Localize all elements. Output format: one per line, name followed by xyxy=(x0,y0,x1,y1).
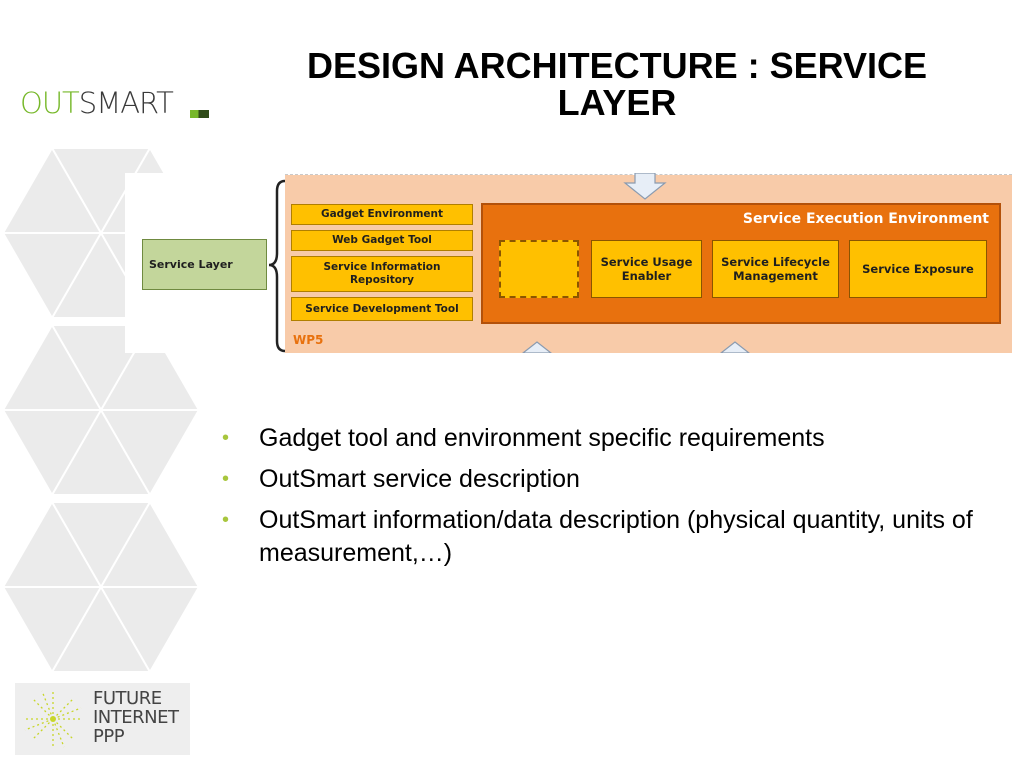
fi-line-3: PPP xyxy=(93,726,125,747)
fi-line-1: FUTURE xyxy=(93,688,162,709)
outsmart-logo: OUTSMART xyxy=(20,86,174,120)
gadget-environment-box: Gadget Environment xyxy=(291,204,473,225)
placeholder-dashed-box xyxy=(499,240,579,298)
service-lifecycle-management-box: Service Lifecycle Management xyxy=(712,240,839,298)
starburst-icon xyxy=(23,689,83,749)
logo-text-dark: SMART xyxy=(78,86,174,120)
arrow-down-icon xyxy=(623,173,667,200)
execution-environment-label: Service Execution Environment xyxy=(742,211,989,227)
architecture-diagram: Service Layer Gadget Environment Web Gad… xyxy=(125,173,1012,353)
list-item: • Gadget tool and environment specific re… xyxy=(222,422,1002,455)
hexagon-pattern xyxy=(1,147,201,673)
bullet-icon: • xyxy=(222,468,230,490)
curly-brace xyxy=(268,179,286,353)
service-layer-box: Service Layer xyxy=(142,239,267,290)
diagram-connectors xyxy=(268,173,750,353)
bullet-text: Gadget tool and environment specific req… xyxy=(259,424,825,452)
future-internet-logo: FUTURE INTERNET PPP xyxy=(15,683,190,755)
list-item: • OutSmart service description xyxy=(222,463,1002,496)
service-exposure-box: Service Exposure xyxy=(849,240,987,298)
fi-line-2: INTERNET xyxy=(93,707,179,728)
bullet-list: • Gadget tool and environment specific re… xyxy=(222,422,1002,578)
bullet-text: OutSmart information/data description (p… xyxy=(259,506,973,567)
list-item: • OutSmart information/data description (… xyxy=(222,504,1002,570)
service-usage-enabler-box: Service Usage Enabler xyxy=(591,240,702,298)
arrow-up-icon-left xyxy=(522,341,552,353)
logo-bar-mark xyxy=(190,110,209,118)
bullet-text: OutSmart service description xyxy=(259,465,580,493)
service-development-tool-box: Service Development Tool xyxy=(291,297,473,321)
future-internet-text: FUTURE INTERNET PPP xyxy=(93,688,179,747)
logo-text-green: OUT xyxy=(20,86,80,120)
web-gadget-tool-box: Web Gadget Tool xyxy=(291,230,473,251)
bullet-icon: • xyxy=(222,509,230,531)
service-information-repository-box: Service Information Repository xyxy=(291,256,473,292)
wp5-label: WP5 xyxy=(293,333,324,347)
arrow-up-icon-right xyxy=(720,341,750,353)
page-title: DESIGN ARCHITECTURE : SERVICE LAYER xyxy=(306,45,928,123)
bullet-icon: • xyxy=(222,427,230,449)
service-execution-environment: Service Execution Environment Service Us… xyxy=(481,203,1001,324)
